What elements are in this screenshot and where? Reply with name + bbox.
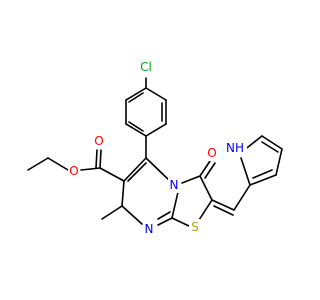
bond-n4-c8a [171,191,179,219]
bond-c3-c2 [199,175,213,201]
bond-ch2-ch3 [27,157,49,171]
bond-c5-n4 [145,157,171,182]
atom-ester-carbonyl-o: O [93,133,105,149]
atom-s: S [189,219,201,235]
bond-c2-s [198,199,213,221]
bond-pyrrole-c3-c2-inner [252,169,273,179]
atom-ester-o-label: O [69,164,78,178]
bond-ester-c-o [80,167,101,171]
bond-c8a-n1 [157,217,173,226]
bond-layer [27,77,283,227]
atom-ester-o: O [68,163,80,179]
bond-pyrrole-c5-c4-inner [261,141,279,153]
bond-n4-c3 [181,175,201,184]
bond-ester-c-o-double-2 [95,149,98,169]
bond-aryl-6-inner [128,92,144,103]
atom-cl-label: Cl [140,60,152,74]
bond-pyrrole-c5-c4 [261,135,283,150]
atom-ring-n: N [168,177,180,193]
molecule-structure: Cl O O O N N NH S [27,59,283,237]
bond-c2-ch-inner [213,205,234,216]
bond-ester-c-o-double [99,149,102,169]
bond-c3-o [199,160,211,177]
bond-c6-c5 [123,157,147,182]
bond-o-ch2 [47,157,69,171]
atom-ketone-o-label: O [207,146,216,160]
atom-pyrrole-nh-label: NH [226,141,244,155]
bond-s-c8a [171,217,190,227]
bond-pyrrole-c2-n [240,157,251,186]
bond-c8a-n1-inner [157,211,171,220]
bond-aryl-4-inner [128,121,144,132]
bond-c7-c6 [121,180,125,207]
atom-s-label: S [191,220,199,234]
atom-ring-n-label: N [170,178,179,192]
bond-pyrrole-c3-c2 [249,174,277,186]
atom-pyrrole-nh: NH [223,140,247,156]
bond-pyrrole-c4-c3 [275,148,283,176]
bond-c2-ch [211,199,235,211]
atom-ester-carbonyl-o-label: O [94,134,103,148]
bond-c6-ester-c [99,167,125,182]
atom-label-layer: Cl O O O N N NH S [68,59,247,237]
atom-pyrimidine-n: N [143,221,155,237]
bond-c7-methyl [101,205,123,220]
bond-c3-o-2 [204,162,216,179]
bond-aryl-3 [145,123,167,137]
bond-c6-c5-inner [127,162,147,182]
bond-n1-c7 [121,205,143,225]
bond-aryl-4 [125,123,147,137]
atom-ketone-o: O [206,145,218,161]
atom-cl: Cl [136,59,156,75]
bond-ch-pyrrole [233,184,251,211]
atom-pyrimidine-n-label: N [145,222,154,236]
bond-aryl-6 [125,87,147,101]
bond-aryl-1 [145,87,167,101]
